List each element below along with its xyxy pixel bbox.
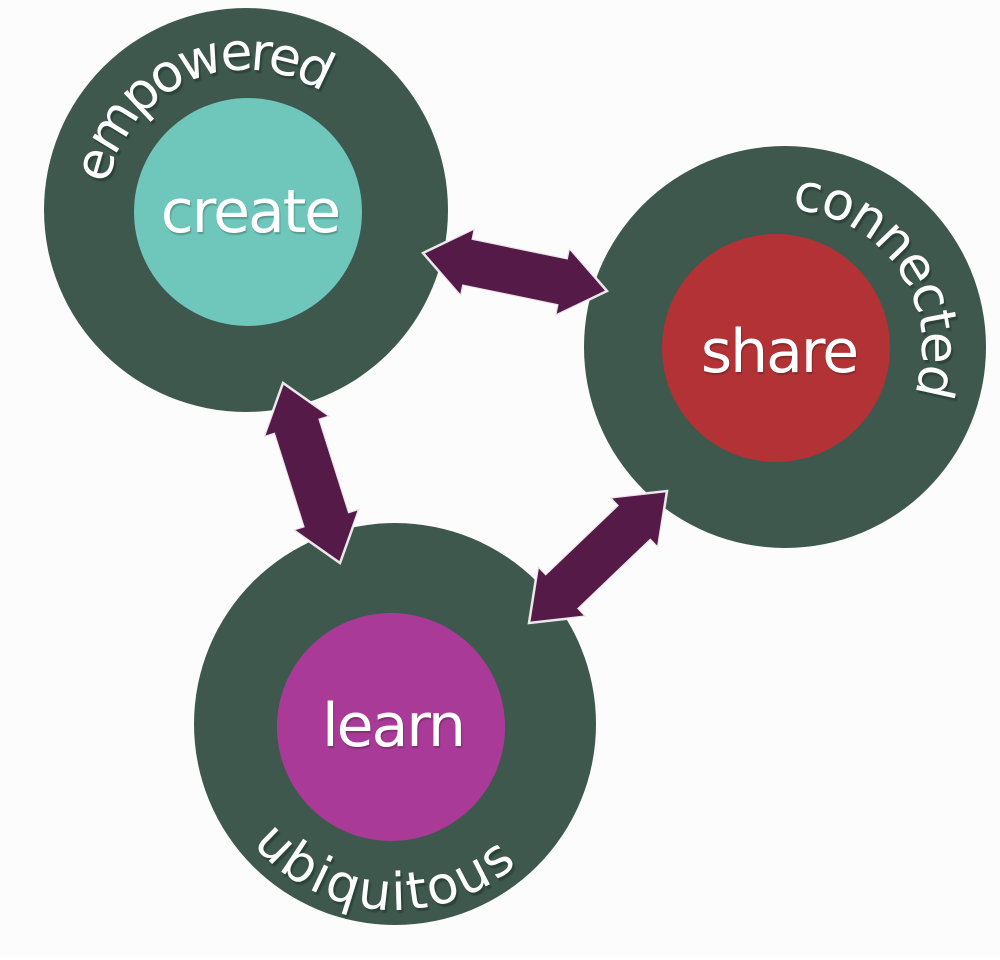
node-learn-label: learn: [322, 691, 464, 761]
node-learn-core: [277, 613, 505, 841]
double-arrow-create-learn: [261, 381, 362, 565]
node-create-core: [134, 98, 362, 326]
node-share: connected share: [584, 146, 986, 548]
node-learn: ubiquitous learn: [194, 523, 596, 925]
node-share-core: [662, 234, 890, 462]
double-arrow-create-share: [420, 225, 610, 319]
node-create: empowered create: [44, 8, 448, 412]
double-arrow-learn-share: [527, 489, 669, 625]
node-create-label: create: [161, 177, 339, 247]
node-share-label: share: [701, 317, 857, 387]
